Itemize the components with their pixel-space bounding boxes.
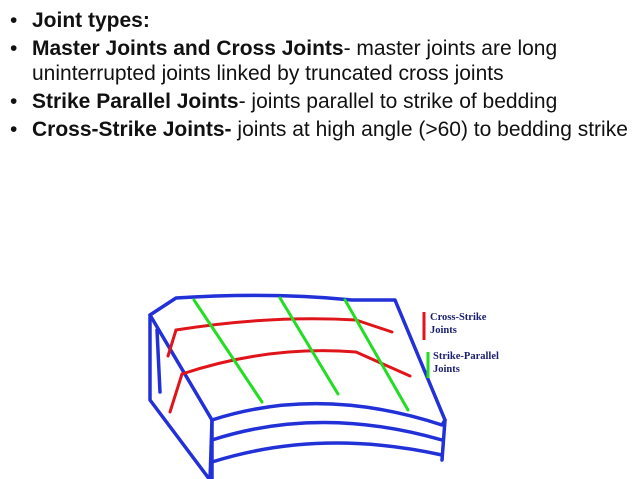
bullet-joint-types: • Joint types: bbox=[8, 8, 633, 33]
bullet-cross-strike-joints: • Cross-Strike Joints- joints at high ang… bbox=[8, 117, 633, 142]
bullet-heading: Master Joints and Cross Joints bbox=[32, 37, 344, 60]
block-front-layer-2 bbox=[210, 420, 444, 442]
block-right-edge bbox=[440, 418, 447, 462]
cross-strike-joint bbox=[180, 349, 412, 378]
strike-parallel-joint bbox=[343, 298, 410, 412]
bullet-heading: Joint types: bbox=[32, 9, 150, 32]
block-top-surface bbox=[148, 293, 447, 427]
bedding-block bbox=[148, 293, 447, 479]
bullet-text: - joints parallel to strike of bedding bbox=[238, 90, 558, 113]
diagram-legend: Cross-Strike Joints Strike-Parallel Join… bbox=[422, 312, 499, 378]
block-left-face bbox=[148, 313, 214, 479]
block-front-layer-3 bbox=[210, 441, 444, 464]
legend-cross-strike-line2: Joints bbox=[430, 325, 457, 336]
strike-parallel-joints bbox=[192, 296, 410, 412]
bullet-text: joints at high angle (>60) to bedding st… bbox=[231, 118, 628, 141]
bullet-heading: Strike Parallel Joints bbox=[32, 90, 239, 113]
bullet-marker: • bbox=[10, 37, 18, 60]
cross-strike-joints bbox=[166, 317, 412, 414]
bullet-strike-parallel-joints: • Strike Parallel Joints- joints parallel… bbox=[8, 89, 633, 114]
bullet-list: • Joint types: • Master Joints and Cross J… bbox=[8, 8, 633, 145]
strike-parallel-joint bbox=[278, 296, 340, 396]
bullet-heading: Cross-Strike Joints- bbox=[32, 118, 232, 141]
legend-strike-parallel-line1: Strike-Parallel bbox=[433, 351, 499, 362]
cross-strike-joint bbox=[168, 372, 184, 414]
cross-strike-joint bbox=[166, 328, 178, 358]
strike-parallel-joint bbox=[192, 298, 264, 404]
bullet-marker: • bbox=[10, 90, 18, 113]
block-left-inner-line bbox=[155, 328, 162, 394]
bullet-marker: • bbox=[10, 118, 18, 141]
cross-strike-joint bbox=[174, 317, 394, 334]
legend-cross-strike-line1: Cross-Strike bbox=[430, 312, 487, 323]
bullet-master-cross-joints: • Master Joints and Cross Joints- master … bbox=[8, 36, 633, 86]
legend-strike-parallel-line2: Joints bbox=[433, 364, 460, 375]
bullet-marker: • bbox=[10, 9, 18, 32]
bullet-text: - master joints are long uninterrupted j… bbox=[32, 37, 558, 85]
